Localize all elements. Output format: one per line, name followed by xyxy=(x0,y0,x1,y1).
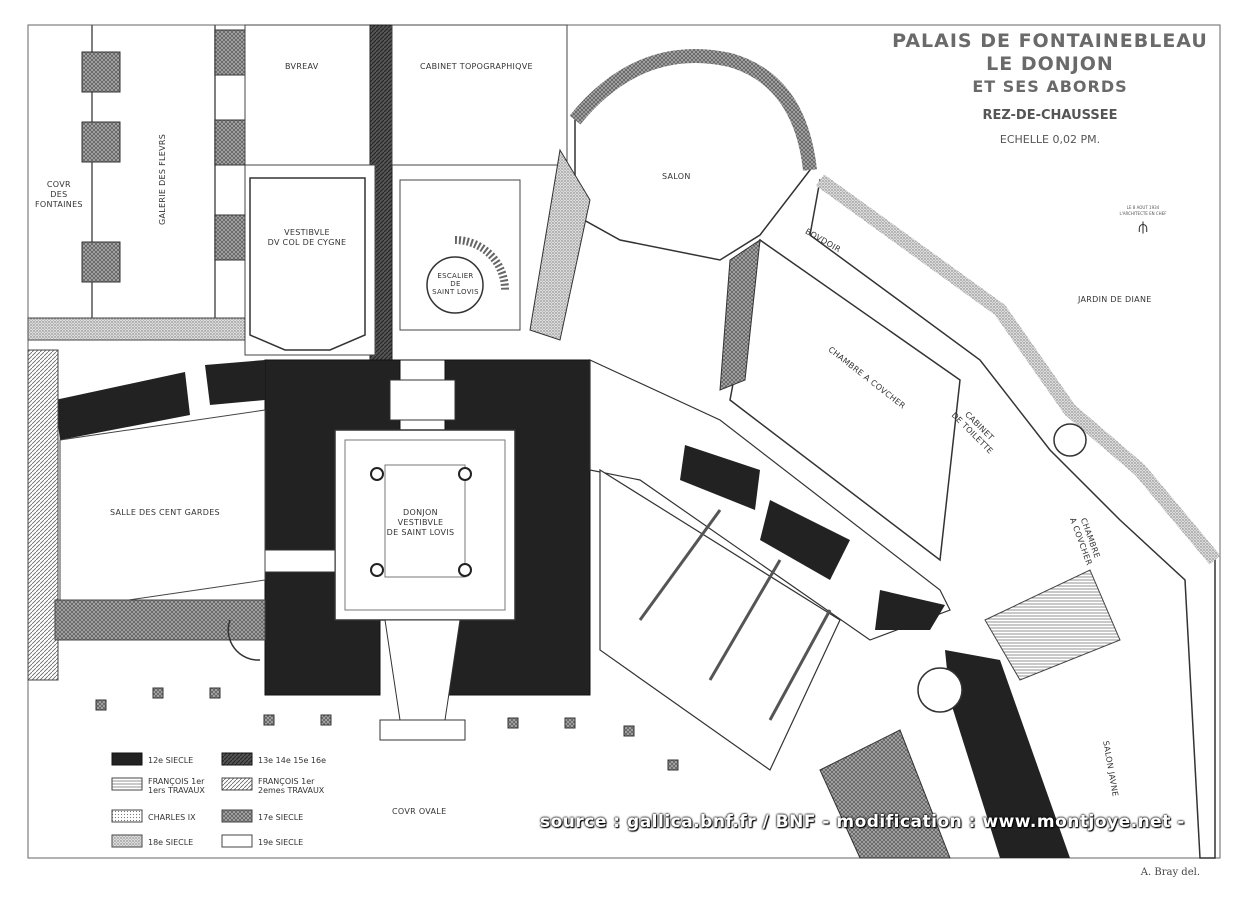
title-line-2: LE DONJON xyxy=(986,53,1114,75)
legend-13e-16e: 13e 14e 15e 16e xyxy=(258,756,327,765)
cour-ovale-piers xyxy=(95,687,679,771)
signature-icon: ⫛ xyxy=(1138,217,1148,236)
galerie-des-fleurs xyxy=(27,25,251,341)
title-line-3: ET SES ABORDS xyxy=(972,77,1128,96)
room-galerie-des-fleurs: GALERIE DES FLEVRS xyxy=(158,133,167,225)
source-watermark: source : gallica.bnf.fr / BNF - modifica… xyxy=(540,812,1185,832)
escalier-saint-louis xyxy=(426,236,509,314)
scale-label: ECHELLE 0,02 PM. xyxy=(999,133,1101,146)
title-block: PALAIS DE FONTAINEBLEAU LE DONJON ET SES… xyxy=(860,30,1240,146)
bureau-block xyxy=(244,24,568,361)
floor-label: REZ-DE-CHAUSSEE xyxy=(982,108,1118,123)
room-bureau: BVREAV xyxy=(285,62,319,71)
room-cour-ovale: COVR OVALE xyxy=(392,807,447,816)
central-wing xyxy=(589,359,1121,859)
room-donjon-vestibule: DONJON VESTIBVLE DE SAINT LOVIS xyxy=(386,508,455,537)
legend-18e-siecle: 18e SIECLE xyxy=(148,838,194,847)
draftsman-credit: A. Bray del. xyxy=(1140,867,1200,878)
legend-francois-1-seconds: FRANÇOIS 1er 2emes TRAVAUX xyxy=(258,777,325,795)
room-salle-des-cent-gardes: SALLE DES CENT GARDES xyxy=(110,508,220,517)
room-escalier-saint-louis: ESCALIER DE SAINT LOVIS xyxy=(432,272,479,296)
room-jardin-de-diane: JARDIN DE DIANE xyxy=(1078,295,1152,304)
legend-19e-siecle: 19e SIECLE xyxy=(258,838,304,847)
architect-stamp: LE 8 AOUT 1934 L'ARCHITECTE EN CHEF ⫛ xyxy=(1108,205,1178,237)
donjon xyxy=(264,359,591,721)
salon-wing xyxy=(529,49,1221,859)
legend-17e-siecle: 17e SIECLE xyxy=(258,813,304,822)
legend-12e-siecle: 12e SIECLE xyxy=(148,756,194,765)
legend-francois-1-premiers: FRANÇOIS 1er 1ers TRAVAUX xyxy=(148,777,205,795)
legend xyxy=(111,752,253,848)
title-line-1: PALAIS DE FONTAINEBLEAU xyxy=(892,30,1208,52)
stamp-title: L'ARCHITECTE EN CHEF xyxy=(1119,211,1167,216)
room-vestibule-col-de-cygne: VESTIBVLE DV COL DE CYGNE xyxy=(267,228,347,247)
stamp-date: LE 8 AOUT 1934 xyxy=(1126,205,1160,210)
room-cour-des-fontaines: COVR DES FONTAINES xyxy=(35,180,83,209)
room-cabinet-topographique: CABINET TOPOGRAPHIQVE xyxy=(420,62,533,71)
room-salon: SALON xyxy=(662,172,691,181)
salle-cent-gardes-block xyxy=(27,349,266,681)
legend-charles-ix: CHARLES IX xyxy=(148,813,196,822)
